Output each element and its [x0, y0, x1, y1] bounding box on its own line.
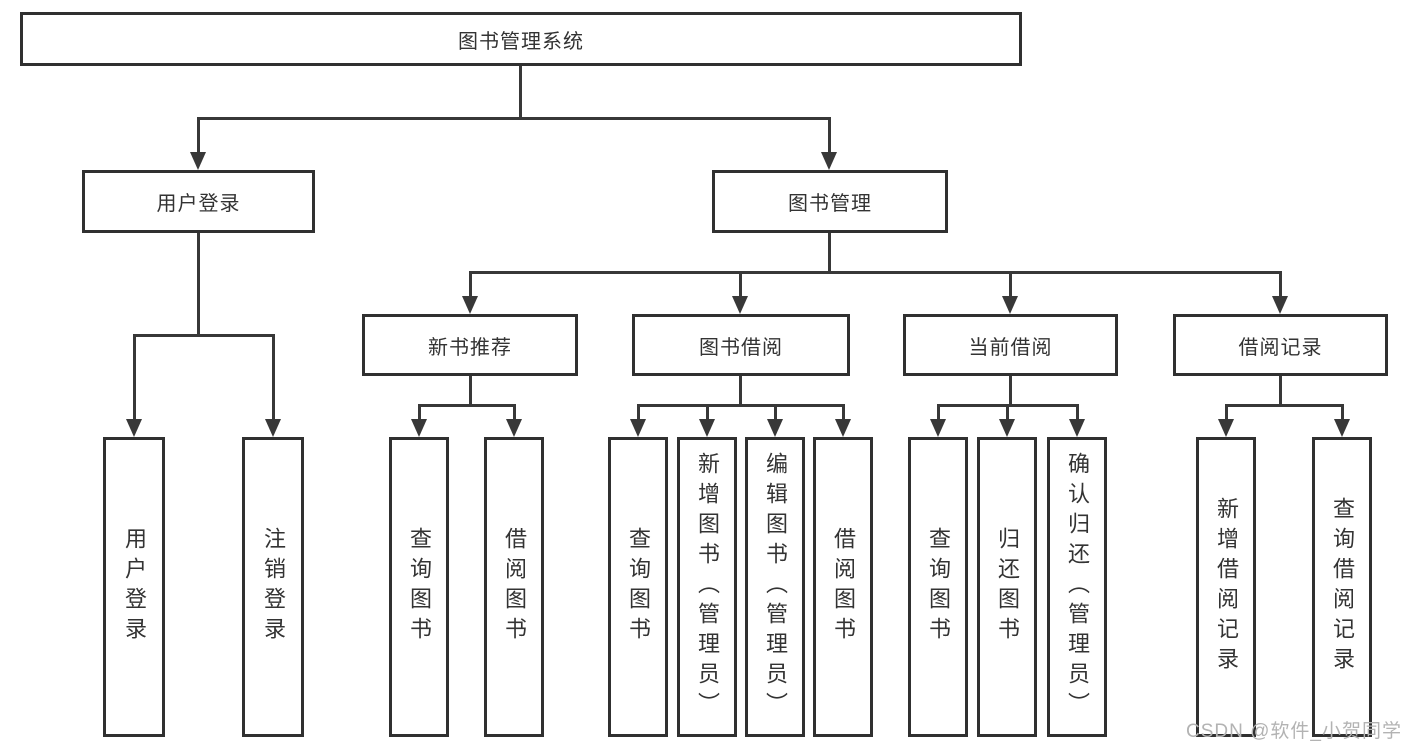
edge-book-borrow-bar — [637, 404, 845, 407]
arrowhead-to-book-management — [821, 152, 837, 170]
edge-to-leaf-logout — [272, 334, 275, 422]
arrowhead-to-leaf-borrow-books — [835, 419, 851, 437]
edge-book-management-stub — [828, 233, 831, 273]
leaf-edit-books-admin: 编辑图书（管理员） — [745, 437, 805, 737]
edge-root-to-book-management — [828, 117, 831, 155]
leaf-current-query-books: 查询图书 — [908, 437, 968, 737]
edge-to-leaf-return-books — [1006, 404, 1009, 422]
leaf-add-books-admin: 新增图书（管理员） — [677, 437, 737, 737]
arrowhead-to-leaf-edit-books — [767, 419, 783, 437]
edge-book-management-bar — [469, 271, 1282, 274]
arrowhead-to-borrow-records — [1272, 296, 1288, 314]
arrowhead-to-book-borrow — [732, 296, 748, 314]
arrowhead-to-leaf-borrow-query — [630, 419, 646, 437]
leaf-confirm-return-admin: 确认归还（管理员） — [1047, 437, 1107, 737]
leaf-recommend-borrow-books: 借阅图书 — [484, 437, 544, 737]
edge-to-leaf-recommend-query — [418, 404, 421, 422]
edge-current-borrow-stub — [1009, 376, 1012, 407]
edge-to-leaf-borrow-query — [637, 404, 640, 422]
node-book-management: 图书管理 — [712, 170, 948, 233]
arrowhead-to-leaf-logout — [265, 419, 281, 437]
arrowhead-to-leaf-add-record — [1218, 419, 1234, 437]
edge-to-leaf-current-query — [937, 404, 940, 422]
edge-to-book-borrow — [739, 271, 742, 299]
arrowhead-to-leaf-return-books — [999, 419, 1015, 437]
edge-root-bar — [197, 117, 831, 120]
arrowhead-to-current-borrow — [1002, 296, 1018, 314]
edge-to-leaf-borrow-books — [842, 404, 845, 422]
edge-to-leaf-query-record — [1341, 404, 1344, 422]
arrowhead-to-user-login — [190, 152, 206, 170]
leaf-return-books: 归还图书 — [977, 437, 1037, 737]
edge-book-borrow-stub — [739, 376, 742, 407]
leaf-add-borrow-record: 新增借阅记录 — [1196, 437, 1256, 737]
leaf-logout: 注销登录 — [242, 437, 304, 737]
edge-new-book-recommend-stub — [469, 376, 472, 407]
edge-to-leaf-recommend-borrow — [513, 404, 516, 422]
leaf-recommend-query-books: 查询图书 — [389, 437, 449, 737]
arrowhead-to-leaf-recommend-query — [411, 419, 427, 437]
leaf-user-login: 用户登录 — [103, 437, 165, 737]
edge-to-leaf-user-login — [133, 334, 136, 422]
csdn-watermark: CSDN @软件_小贺同学 — [1186, 721, 1402, 742]
edge-root-stub — [519, 66, 522, 119]
edge-to-leaf-confirm-return — [1076, 404, 1079, 422]
edge-to-leaf-edit-books — [774, 404, 777, 422]
node-user-login: 用户登录 — [82, 170, 315, 233]
arrowhead-to-leaf-query-record — [1334, 419, 1350, 437]
leaf-borrow-query-books: 查询图书 — [608, 437, 668, 737]
arrowhead-to-leaf-confirm-return — [1069, 419, 1085, 437]
node-current-borrow: 当前借阅 — [903, 314, 1118, 376]
edge-borrow-records-bar — [1225, 404, 1344, 407]
edge-borrow-records-stub — [1279, 376, 1282, 407]
edge-new-book-recommend-bar — [418, 404, 516, 407]
node-book-borrow: 图书借阅 — [632, 314, 850, 376]
node-new-book-recommend: 新书推荐 — [362, 314, 578, 376]
arrowhead-to-leaf-add-books — [699, 419, 715, 437]
edge-to-leaf-add-record — [1225, 404, 1228, 422]
edge-root-to-user-login — [197, 117, 200, 155]
edge-to-leaf-add-books — [706, 404, 709, 422]
edge-user-login-stub — [197, 233, 200, 336]
arrowhead-to-new-book-recommend — [462, 296, 478, 314]
node-root: 图书管理系统 — [20, 12, 1022, 66]
arrowhead-to-leaf-recommend-borrow — [506, 419, 522, 437]
edge-to-borrow-records — [1279, 271, 1282, 299]
leaf-query-borrow-record: 查询借阅记录 — [1312, 437, 1372, 737]
leaf-borrow-books: 借阅图书 — [813, 437, 873, 737]
node-borrow-records: 借阅记录 — [1173, 314, 1388, 376]
edge-user-login-bar — [133, 334, 274, 337]
arrowhead-to-leaf-user-login — [126, 419, 142, 437]
edge-to-new-book-recommend — [469, 271, 472, 299]
arrowhead-to-leaf-current-query — [930, 419, 946, 437]
edge-to-current-borrow — [1009, 271, 1012, 299]
